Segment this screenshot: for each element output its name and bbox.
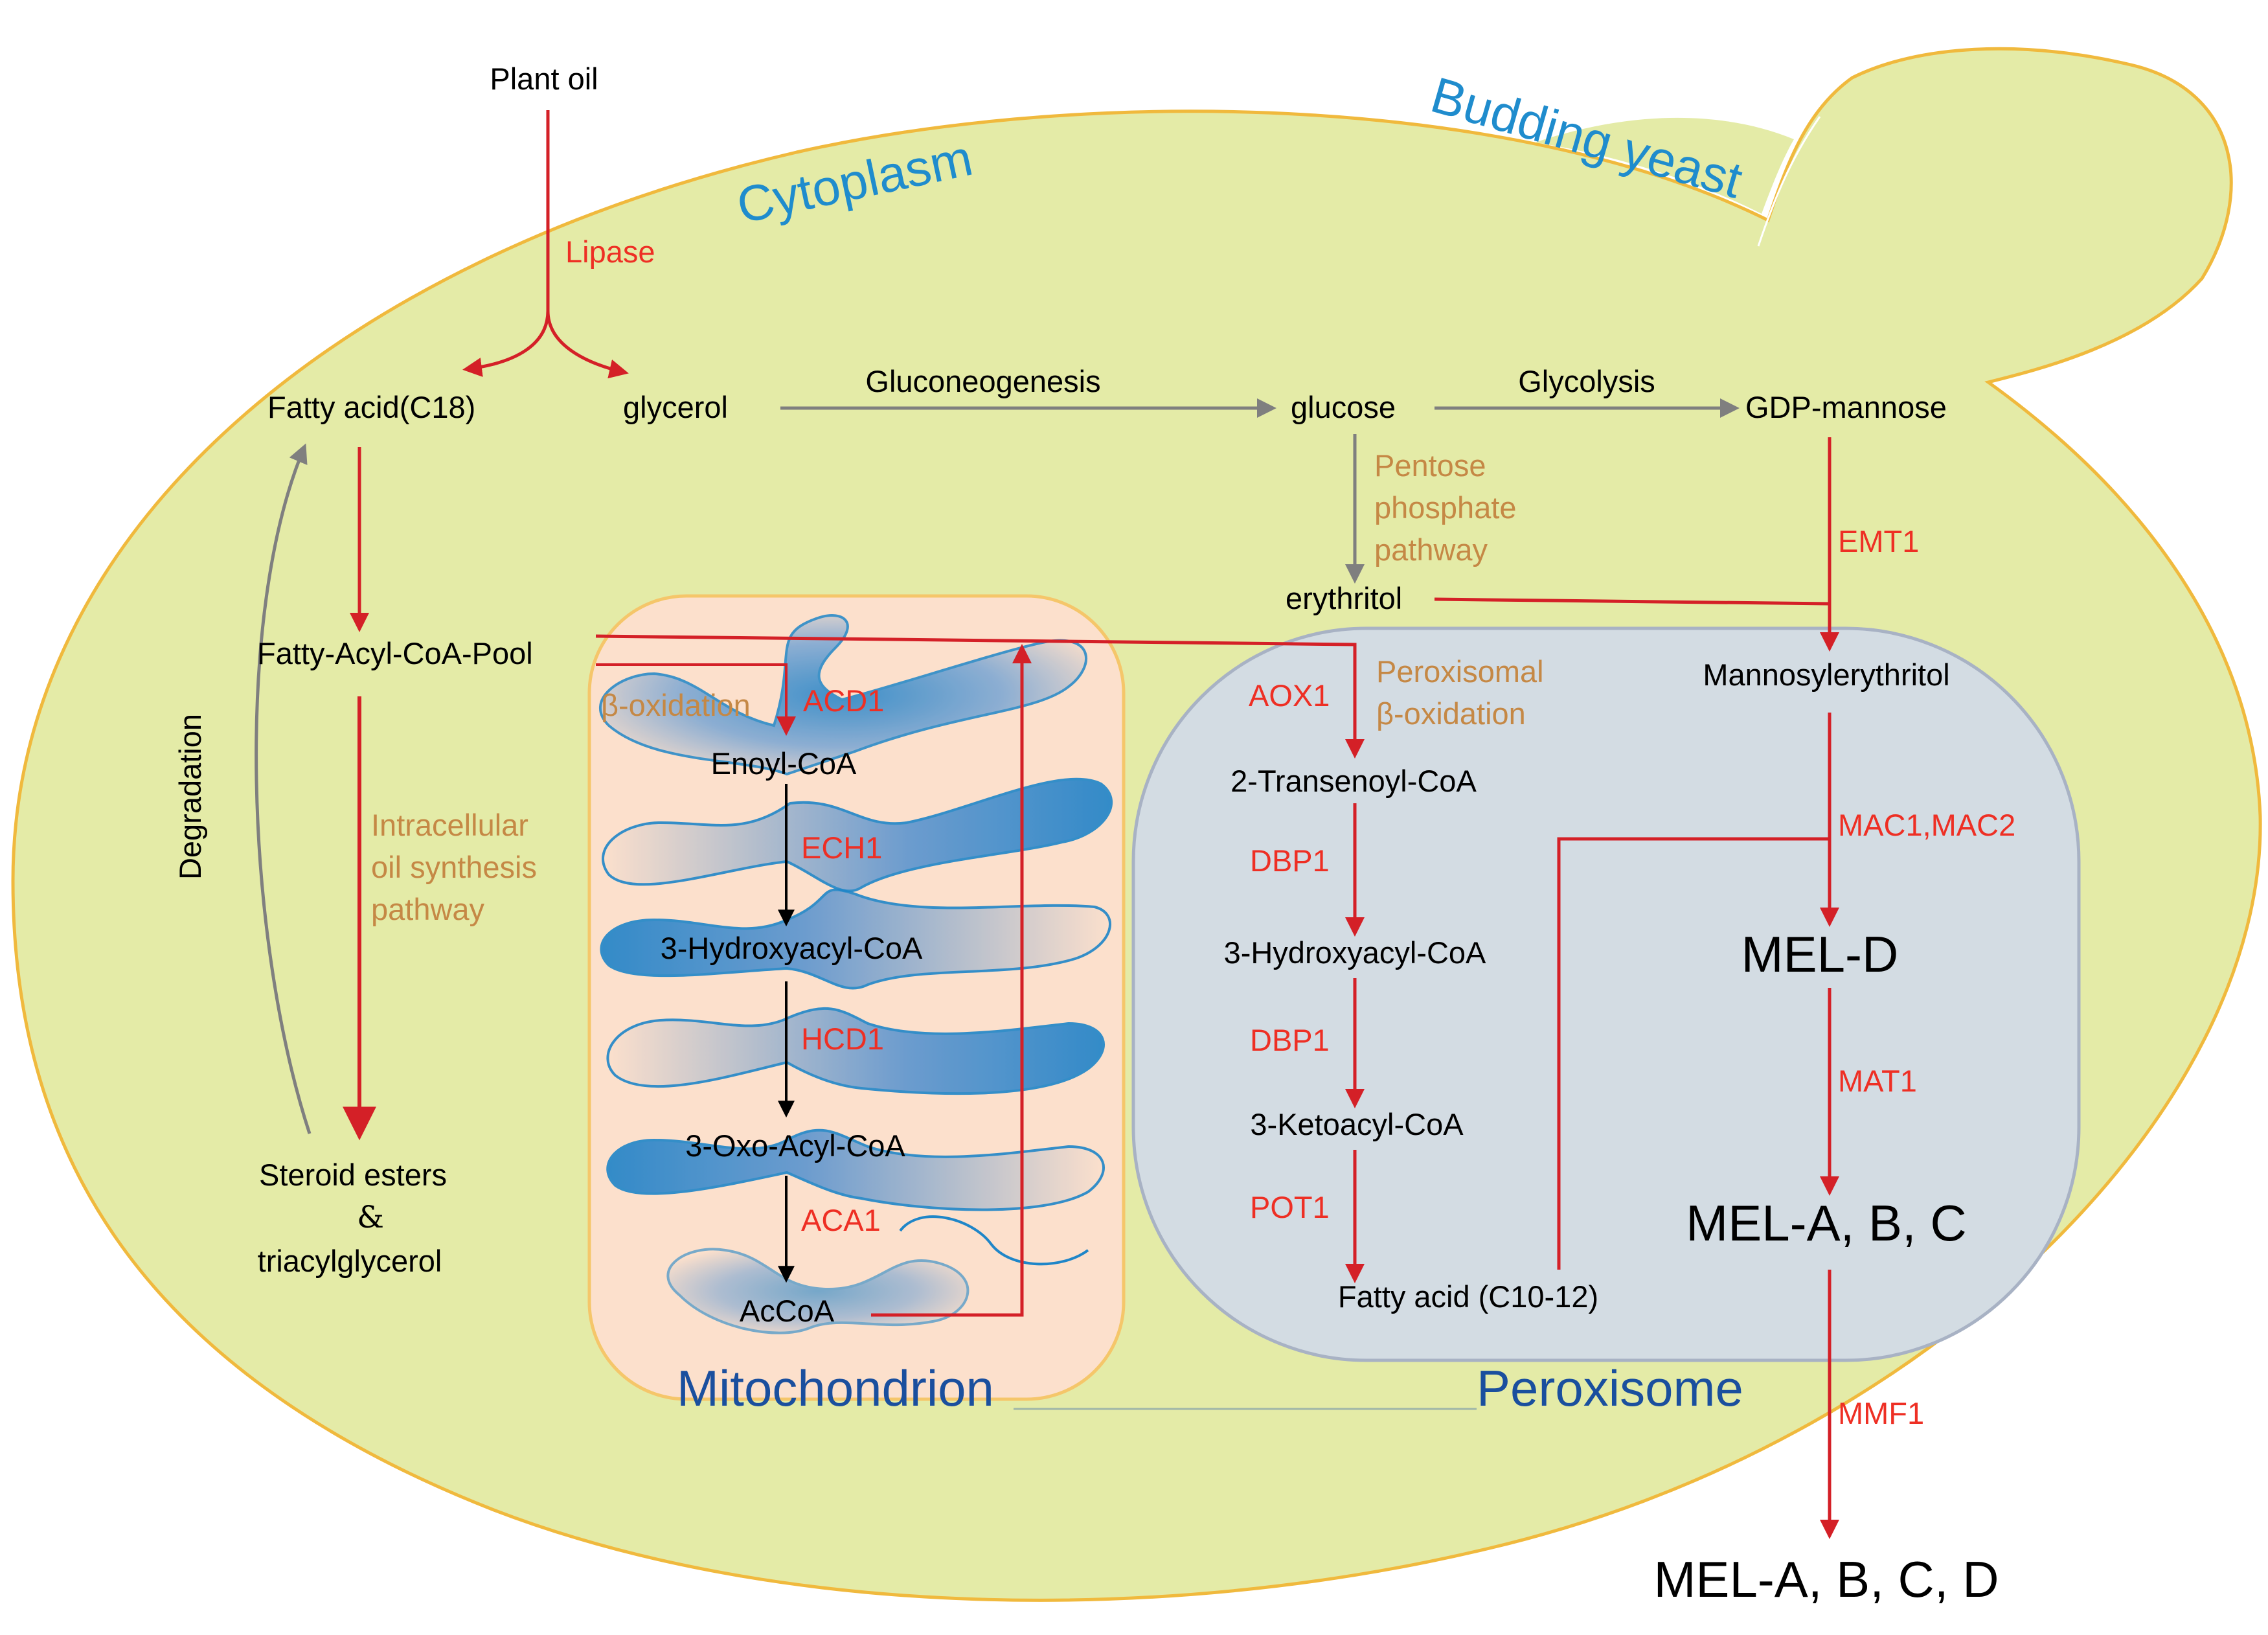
label-mitochondrion: Mitochondrion (677, 1360, 994, 1417)
enzyme-dbp1-a: DBP1 (1250, 843, 1330, 878)
mitochondrial-cristae (598, 614, 1113, 1334)
pathway-gluconeogenesis: Gluconeogenesis (865, 364, 1100, 398)
arrows (255, 110, 1839, 1539)
pathway-peroxisomal-1: Peroxisomal (1376, 654, 1544, 689)
node-hydroxyacyl-coa-perox: 3-Hydroxyacyl-CoA (1224, 935, 1486, 970)
enzyme-lipase: Lipase (565, 234, 655, 269)
peroxisome (1131, 626, 2081, 1362)
node-plant-oil: Plant oil (490, 62, 598, 96)
node-erythritol: erythritol (1286, 581, 1402, 615)
node-glucose: glucose (1291, 390, 1396, 424)
node-accoa: AcCoA (740, 1294, 835, 1328)
label-peroxisome: Peroxisome (1477, 1360, 1743, 1417)
node-mannosylerythritol: Mannosylerythritol (1703, 657, 1949, 692)
pathway-intracellular-1: Intracellular (371, 808, 528, 842)
node-mel-abc: MEL-A, B, C (1686, 1195, 1966, 1252)
node-oxo-acyl-coa: 3-Oxo-Acyl-CoA (685, 1128, 905, 1163)
node-fatty-acid-c10-12: Fatty acid (C10-12) (1338, 1279, 1598, 1314)
node-gdp-mannose: GDP-mannose (1745, 390, 1947, 424)
node-transenoyl-coa: 2-Transenoyl-CoA (1230, 764, 1477, 798)
enzyme-mmf1: MMF1 (1838, 1396, 1924, 1430)
pathway-peroxisomal-2: β-oxidation (1376, 696, 1526, 731)
node-triacylglycerol: triacylglycerol (258, 1244, 442, 1278)
enzyme-pot1: POT1 (1250, 1190, 1330, 1224)
node-enoyl-coa: Enoyl-CoA (711, 746, 857, 781)
node-fatty-acid-c18: Fatty acid(C18) (267, 390, 475, 424)
node-mel-abcd: MEL-A, B, C, D (1653, 1551, 1999, 1608)
arrow-fa-to-mac (1557, 837, 1830, 1270)
enzyme-dbp1-b: DBP1 (1250, 1023, 1330, 1057)
pathway-intracellular-2: oil synthesis (371, 850, 537, 884)
enzyme-aca1: ACA1 (801, 1203, 881, 1237)
node-glycerol: glycerol (623, 390, 728, 424)
arrow-to-glycerol (546, 310, 629, 379)
arrow-accoa-return (871, 644, 1032, 1317)
node-hydroxyacyl-coa-mito: 3-Hydroxyacyl-CoA (661, 931, 923, 965)
enzyme-hcd1: HCD1 (801, 1022, 884, 1056)
node-ketoacyl-coa: 3-Ketoacyl-CoA (1250, 1107, 1464, 1141)
node-steroid-esters: Steroid esters (259, 1158, 447, 1192)
pathway-beta-oxidation: β-oxidation (601, 688, 751, 722)
arrow-pool-to-perox (595, 634, 1365, 759)
bud-edge (1757, 116, 1821, 247)
pathway-intracellular-3: pathway (371, 892, 485, 926)
enzyme-mac: MAC1,MAC2 (1838, 808, 2015, 842)
bud-notch (1535, 117, 1794, 214)
pathway-glycolysis: Glycolysis (1518, 364, 1655, 398)
node-ampersand: & (357, 1200, 384, 1235)
pathway-pentose-3: pathway (1374, 532, 1488, 567)
arrow-degradation (255, 443, 312, 1134)
arrow-pool-to-enoyl (596, 663, 796, 736)
node-fatty-acyl-coa-pool: Fatty-Acyl-CoA-Pool (257, 636, 533, 670)
pathway-degradation: Degradation (173, 714, 207, 880)
node-mel-d: MEL-D (1741, 926, 1899, 983)
enzyme-emt1: EMT1 (1838, 524, 1919, 558)
pathway-pentose-2: phosphate (1374, 490, 1517, 525)
enzyme-aox1: AOX1 (1249, 678, 1330, 713)
enzyme-ech1: ECH1 (801, 830, 882, 865)
arrow-to-fatty-acid (462, 310, 550, 377)
pathway-pentose-1: Pentose (1374, 448, 1486, 483)
arrow-erythritol-to-emt (1434, 597, 1830, 606)
enzyme-acd1: ACD1 (803, 683, 884, 718)
enzyme-mat1: MAT1 (1838, 1064, 1917, 1098)
